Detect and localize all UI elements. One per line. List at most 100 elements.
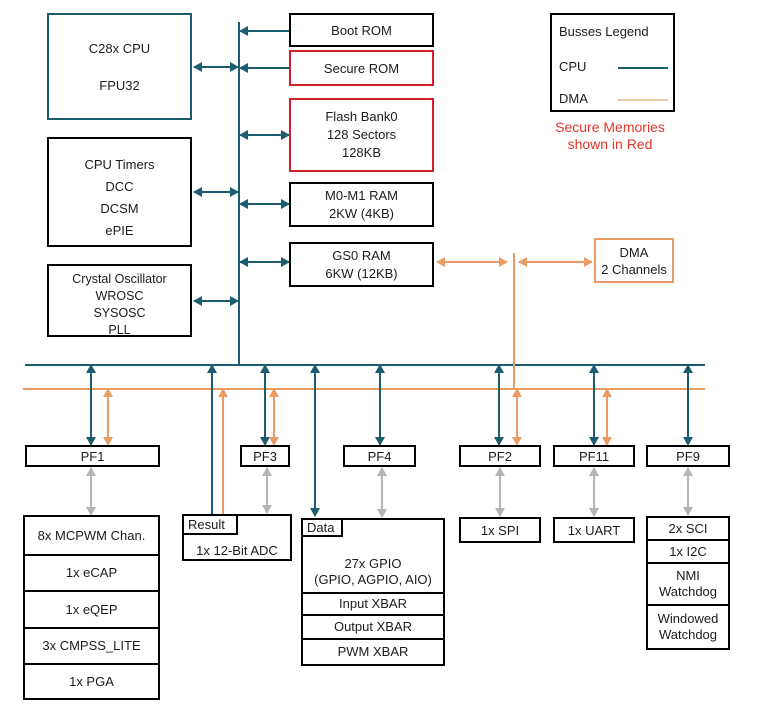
- flash-size-label: 128KB: [341, 145, 382, 160]
- pwm-xbar-label: PWM XBAR: [337, 644, 409, 659]
- dma-block: DMA 2 Channels: [594, 238, 674, 283]
- arrow-bootrom-to-bus: [239, 26, 289, 36]
- uart-label: 1x UART: [567, 522, 621, 538]
- pf11-block: PF11: [553, 445, 635, 467]
- oscillator-block: Crystal Oscillator WROSC SYSOSC PLL: [47, 264, 192, 337]
- epie-label: ePIE: [105, 223, 134, 238]
- legend-dma-label: DMA: [559, 91, 588, 106]
- gpio-main-section: 27x GPIO (GPIO, AGPIO, AIO): [301, 518, 445, 594]
- sci-block: 2x SCI: [646, 516, 730, 541]
- cpu-bus-horizontal: [25, 364, 705, 366]
- arrow-bus-pf1: [86, 364, 96, 446]
- flash-name-label: Flash Bank0: [325, 109, 398, 124]
- uart-block: 1x UART: [553, 517, 635, 543]
- arrow-timers-bus: [193, 187, 239, 197]
- dcc-label: DCC: [105, 179, 134, 194]
- cmpss-label: 3x CMPSS_LITE: [42, 638, 141, 653]
- pf3-block: PF3: [240, 445, 290, 467]
- windowed-watchdog-block: Windowed Watchdog: [646, 604, 730, 650]
- busses-legend: Busses Legend CPU DMA: [550, 13, 675, 112]
- gpio-types-label: (GPIO, AGPIO, AIO): [314, 572, 432, 587]
- pwm-xbar-block: PWM XBAR: [301, 638, 445, 666]
- arrow-pf4-gpio: [377, 467, 387, 518]
- pf9-label: PF9: [676, 448, 700, 464]
- comm-peripheral-stack: 2x SCI 1x I2C NMI Watchdog Windowed Watc…: [646, 516, 730, 650]
- output-xbar-label: Output XBAR: [333, 619, 413, 634]
- dma-bus-vertical: [513, 253, 515, 388]
- arrow-dma-pf1: [103, 388, 113, 446]
- data-label: Data: [307, 520, 335, 535]
- ecap-label: 1x eCAP: [65, 565, 118, 580]
- m0m1-size-label: 2KW (4KB): [328, 205, 394, 221]
- i2c-label: 1x I2C: [669, 543, 707, 559]
- eqep-block: 1x eQEP: [23, 590, 160, 629]
- m0m1-name-label: M0-M1 RAM: [325, 187, 398, 203]
- output-xbar-block: Output XBAR: [301, 614, 445, 640]
- arrow-pf2-spi: [495, 467, 505, 517]
- pf1-label: PF1: [80, 448, 105, 464]
- dma-channels-label: 2 Channels: [601, 261, 667, 277]
- legend-cpu-line: [618, 67, 668, 69]
- wrosc-label: WROSC: [95, 288, 144, 303]
- arrow-dmaline-to-dma: [518, 257, 593, 267]
- pga-block: 1x PGA: [23, 663, 160, 700]
- pf9-block: PF9: [646, 445, 730, 467]
- gpio-block: 27x GPIO (GPIO, AGPIO, AIO) Input XBAR O…: [301, 518, 445, 666]
- flash-sectors-label: 128 Sectors: [326, 127, 397, 142]
- arrow-pf9-comm: [683, 467, 693, 516]
- gs0-size-label: 6KW (12KB): [325, 265, 398, 281]
- arrow-flash-bus: [239, 130, 290, 140]
- arrow-dma-pf11: [602, 388, 612, 446]
- cpu-label: C28x CPU: [88, 40, 151, 56]
- spi-label: 1x SPI: [480, 522, 520, 538]
- ecap-block: 1x eCAP: [23, 554, 160, 592]
- legend-title: Busses Legend: [559, 24, 649, 39]
- gs0-ram-block: GS0 RAM 6KW (12KB): [289, 242, 434, 287]
- arrow-pf11-uart: [589, 467, 599, 517]
- cpu-timers-block: CPU Timers DCC DCSM ePIE: [47, 137, 192, 247]
- sysosc-label: SYSOSC: [93, 305, 146, 320]
- fpu32-label: FPU32: [99, 77, 140, 93]
- arrow-osc-bus: [193, 296, 239, 306]
- input-xbar-block: Input XBAR: [301, 592, 445, 616]
- arrow-gs0-bus: [239, 257, 290, 267]
- arrow-bus-pf9: [683, 364, 693, 446]
- eqep-label: 1x eQEP: [65, 601, 118, 617]
- pf1-block: PF1: [25, 445, 160, 467]
- adc-label: 1x 12-Bit ADC: [196, 543, 278, 558]
- note-line2: shown in Red: [567, 136, 653, 152]
- arrow-bus-gpio-data: [310, 364, 320, 517]
- input-xbar-label: Input XBAR: [339, 596, 407, 611]
- nmi-watchdog-label: NMI Watchdog: [658, 568, 718, 599]
- arrow-bus-pf2: [494, 364, 504, 446]
- cmpss-block: 3x CMPSS_LITE: [23, 627, 160, 665]
- spi-block: 1x SPI: [459, 517, 541, 543]
- nmi-watchdog-block: NMI Watchdog: [646, 562, 730, 606]
- adc-result-tab: Result: [182, 514, 238, 535]
- arrow-pf3-adc: [262, 467, 272, 514]
- crystal-osc-label: Crystal Oscillator: [72, 271, 167, 286]
- dma-name-label: DMA: [619, 244, 649, 260]
- flash-bank0-block: Flash Bank0 128 Sectors 128KB: [289, 98, 434, 172]
- secure-rom-label: Secure ROM: [323, 60, 400, 76]
- mcpwm-block: 8x MCPWM Chan.: [23, 515, 160, 556]
- windowed-watchdog-label: Windowed Watchdog: [657, 611, 719, 642]
- pf2-label: PF2: [488, 448, 512, 464]
- sci-label: 2x SCI: [668, 520, 708, 536]
- legend-cpu-label: CPU: [559, 59, 587, 74]
- boot-rom-label: Boot ROM: [331, 22, 392, 38]
- m0m1-ram-block: M0-M1 RAM 2KW (4KB): [289, 182, 434, 227]
- result-label: Result: [188, 517, 225, 532]
- arrow-securerom-to-bus: [239, 63, 289, 73]
- arrow-gs0-to-dmaline: [436, 257, 508, 267]
- boot-rom-block: Boot ROM: [289, 13, 434, 47]
- dcsm-label: DCSM: [100, 201, 139, 216]
- arrow-bus-pf11: [589, 364, 599, 446]
- cpu-timers-label: CPU Timers: [84, 157, 155, 172]
- pga-label: 1x PGA: [69, 673, 114, 689]
- arrow-bus-pf4: [375, 364, 385, 446]
- c28x-cpu-block: C28x CPU FPU32: [47, 13, 192, 120]
- secure-rom-block: Secure ROM: [289, 50, 434, 86]
- pwm-peripheral-stack: 8x MCPWM Chan. 1x eCAP 1x eQEP 3x CMPSS_…: [23, 515, 160, 700]
